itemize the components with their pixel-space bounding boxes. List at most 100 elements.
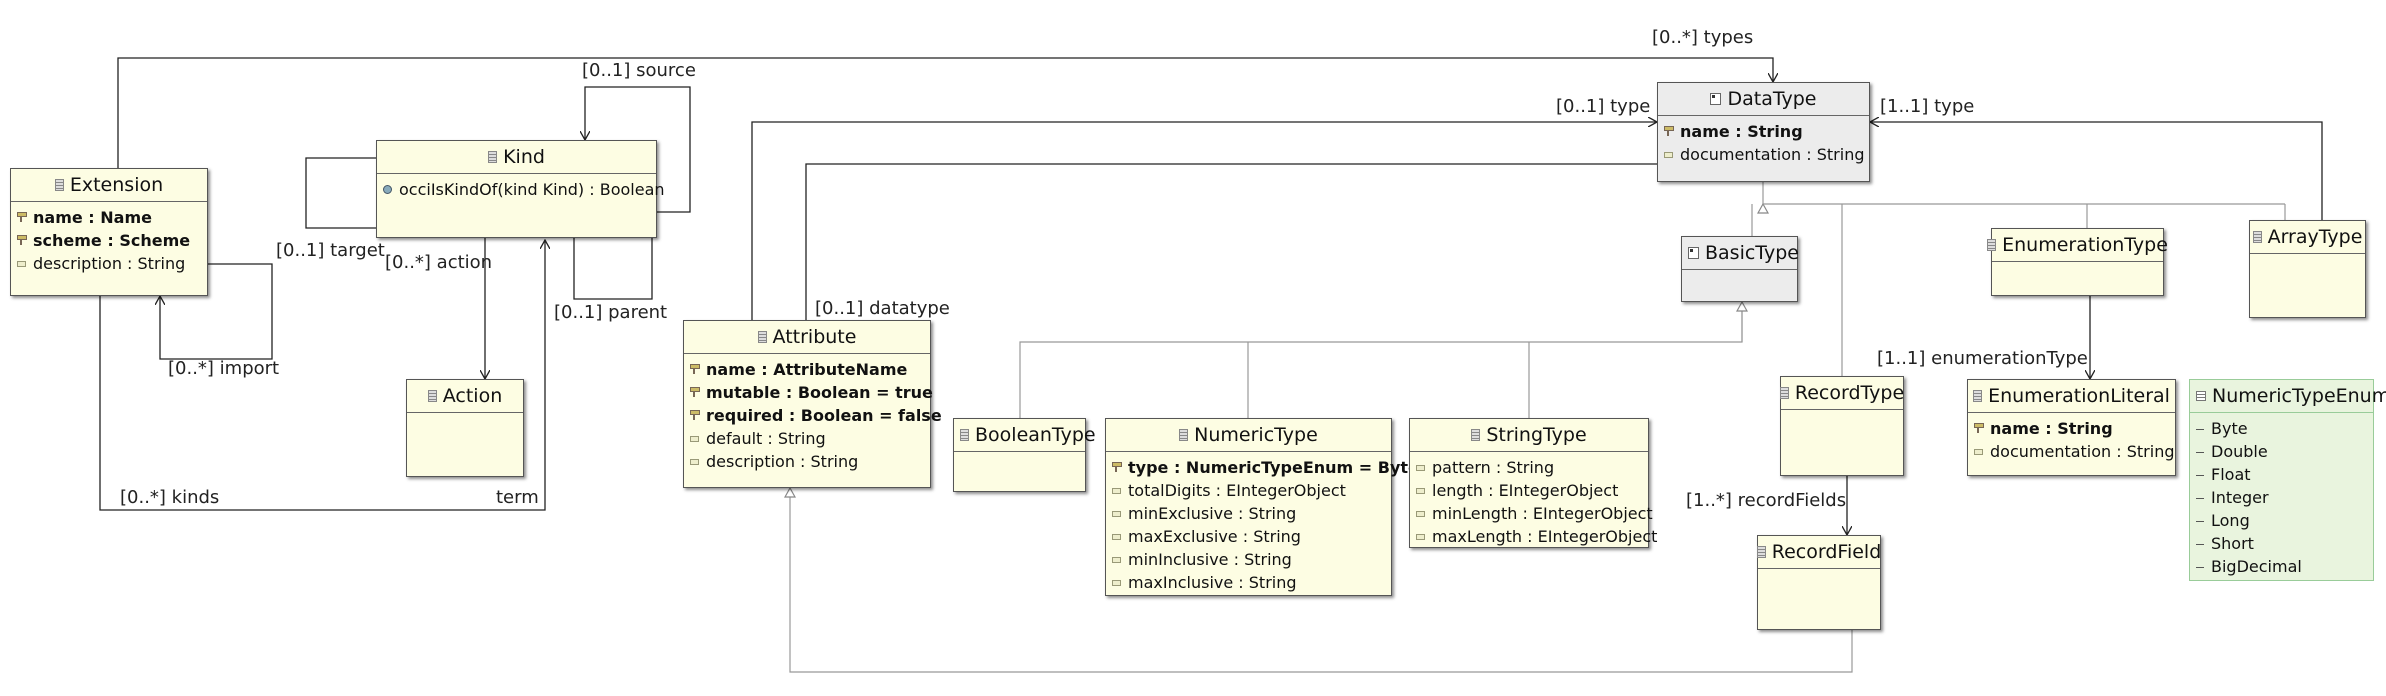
class-name: Extension [69,174,164,196]
operation-row[interactable]: occiIsKindOf(kind Kind) : Boolean [383,178,665,201]
class-icon [757,331,767,343]
class-name: NumericType [1194,424,1318,446]
class-stringtype[interactable]: StringType pattern : String length : EIn… [1409,418,1657,548]
attribute-icon [1112,556,1121,563]
enum-literal[interactable]: Double [2190,440,2373,463]
class-icon [427,390,437,402]
attribute-row[interactable]: default : String [690,427,924,450]
class-icon [54,179,64,191]
class-name: RecordField [1771,541,1882,563]
attribute-icon [1974,448,1983,455]
attribute-row[interactable]: minInclusive : String [1112,548,1385,571]
class-extension[interactable]: Extension name : Name scheme : Scheme de… [10,168,208,296]
edge-types [118,57,1773,168]
attribute-row[interactable]: mutable : Boolean = true [690,381,933,404]
attribute-row[interactable]: maxLength : EIntegerObject [1416,525,1657,548]
class-enumerationliteral[interactable]: EnumerationLiteral name : String documen… [1967,379,2176,476]
attribute-icon [690,458,699,465]
class-name: Attribute [772,326,857,348]
class-booleantype[interactable]: BooleanType [953,418,1096,492]
enum-literal[interactable]: Long [2190,509,2373,532]
attribute-icon [17,260,26,267]
class-enumerationtype[interactable]: EnumerationType [1987,228,2168,296]
attribute-row[interactable]: type : NumericTypeEnum = Byte [1112,456,1419,479]
class-datatype[interactable]: DataType name : String documentation : S… [1657,82,1870,182]
key-icon [690,410,700,421]
attribute-row[interactable]: maxInclusive : String [1112,571,1385,594]
enum-numerictypeenum[interactable]: NumericTypeEnum Byte Double Float Intege… [2189,379,2386,581]
label-enumeration-type: [1..1] enumerationType [1877,348,2088,369]
edge-gen-attribute [790,488,1853,673]
attribute-row[interactable]: minLength : EIntegerObject [1416,502,1653,525]
datatype-icon [1688,247,1699,259]
class-kind[interactable]: Kind occiIsKindOf(kind Kind) : Boolean [376,140,665,238]
label-source: [0..1] source [582,60,696,81]
enum-literal[interactable]: Byte [2190,417,2373,440]
attribute-row[interactable]: pattern : String [1416,456,1642,479]
class-attribute[interactable]: Attribute name : AttributeName mutable :… [683,320,942,488]
class-icon [960,429,969,441]
attribute-row[interactable]: description : String [17,252,201,275]
literal-icon [2196,497,2204,499]
class-name: DataType [1727,88,1817,110]
class-icon [1987,239,1997,251]
class-recordtype[interactable]: RecordType [1779,376,1904,476]
literal-icon [2196,520,2204,522]
class-basictype[interactable]: BasicType [1681,236,1799,302]
enum-literal[interactable]: Short [2190,532,2373,555]
class-arraytype[interactable]: ArrayType [2249,220,2366,318]
attribute-row[interactable]: name : String [1974,417,2169,440]
class-icon [1471,429,1481,441]
attribute-row[interactable]: scheme : Scheme [17,229,201,252]
attribute-row[interactable]: name : Name [17,206,201,229]
class-icon [1179,429,1189,441]
literal-icon [2196,451,2204,453]
key-icon [1974,423,1984,434]
attribute-row[interactable]: name : AttributeName [690,358,924,381]
enum-literal[interactable]: Float [2190,463,2373,486]
class-icon [1973,390,1983,402]
class-action[interactable]: Action [406,379,524,477]
class-name: Kind [503,146,545,168]
class-name: ArrayType [2267,226,2363,248]
attribute-row[interactable]: totalDigits : EIntegerObject [1112,479,1385,502]
edge-datatype [802,163,1657,332]
enum-literal[interactable]: BigDecimal [2190,555,2373,578]
literal-icon [2196,428,2204,430]
key-icon [17,212,27,223]
edge-attr-type [751,122,1657,320]
class-name: StringType [1486,424,1587,446]
attribute-icon [1112,487,1121,494]
attribute-icon [1416,487,1425,494]
enum-icon [2196,391,2206,401]
class-recordfield[interactable]: RecordField [1756,535,1882,630]
attribute-row[interactable]: name : String [1664,120,1863,143]
key-icon [1664,126,1674,137]
label-action: [0..*] action [385,252,493,273]
attribute-row[interactable]: documentation : String [1974,440,2175,463]
class-icon [488,151,498,163]
edge-target [305,157,376,229]
key-icon [690,387,700,398]
literal-icon [2196,474,2204,476]
literal-icon [2196,543,2204,545]
attribute-row[interactable]: maxExclusive : String [1112,525,1385,548]
label-target: [0..1] target [276,240,385,261]
class-numerictype[interactable]: NumericType type : NumericTypeEnum = Byt… [1105,418,1419,596]
class-name: NumericTypeEnum [2212,385,2386,407]
edge-parent [574,238,653,300]
attribute-row[interactable]: minExclusive : String [1112,502,1385,525]
operation-icon [383,185,392,194]
attribute-row[interactable]: length : EIntegerObject [1416,479,1642,502]
class-icon [2252,231,2262,243]
edge-array-type [1870,122,2323,220]
enum-literal[interactable]: Integer [2190,486,2373,509]
attribute-row[interactable]: documentation : String [1664,143,1865,166]
label-array-type: [1..1] type [1880,96,1975,117]
label-term: term [496,487,539,508]
edge-source [585,86,691,213]
attribute-row[interactable]: description : String [690,450,924,473]
attribute-row[interactable]: required : Boolean = false [690,404,942,427]
key-icon [17,235,27,246]
datatype-icon [1710,93,1722,105]
